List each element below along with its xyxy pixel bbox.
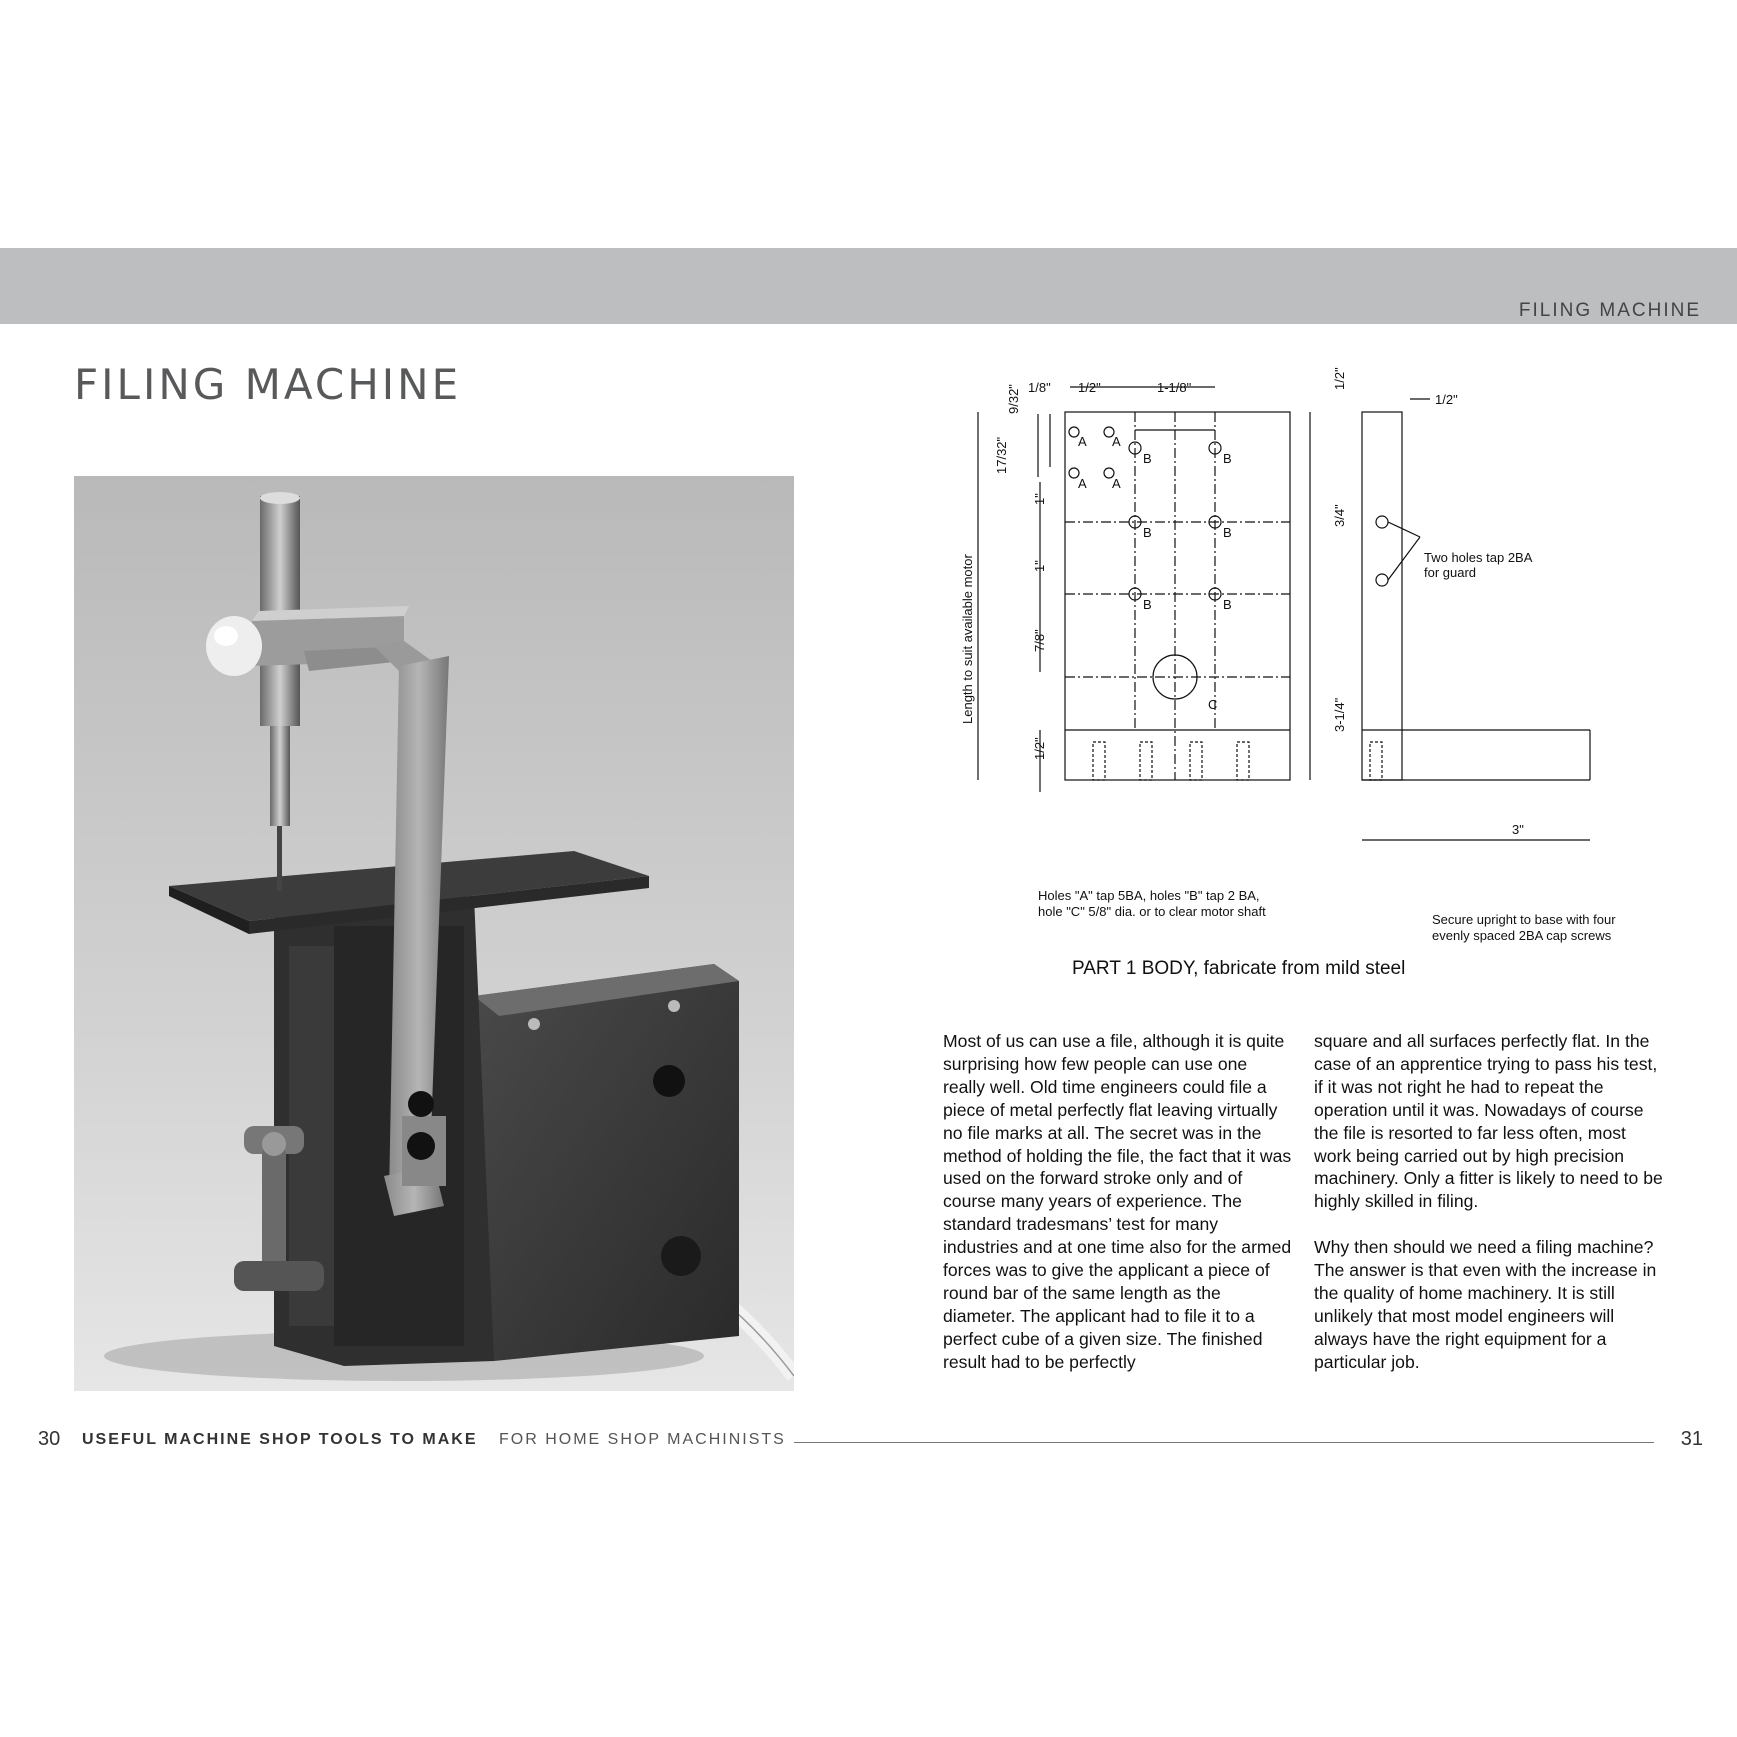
chapter-title: FILING MACHINE	[74, 360, 462, 409]
running-head: FILING MACHINE	[1518, 300, 1701, 321]
paragraph: Why then should we need a filing machine…	[1314, 1237, 1657, 1372]
dim-3-1-4: 3-1/4"	[1332, 697, 1347, 732]
holes-note-1: Holes "A" tap 5BA, holes "B" tap 2 BA,	[1038, 888, 1260, 903]
label-b: B	[1223, 525, 1232, 540]
dim-1-8: 1/8"	[1028, 380, 1051, 395]
guard-note-2: for guard	[1424, 565, 1476, 580]
body-column-1: Most of us can use a file, although it i…	[943, 1030, 1293, 1396]
label-a: A	[1112, 434, 1121, 449]
page-number-left: 30	[38, 1428, 61, 1450]
guard-note-1: Two holes tap 2BA	[1424, 550, 1533, 565]
paragraph: square and all surfaces perfectly flat. …	[1314, 1031, 1663, 1212]
page-number-right: 31	[1680, 1428, 1703, 1450]
dim-1-1-8: 1-1/8"	[1157, 380, 1192, 395]
dim-9-32: 9/32"	[1006, 384, 1021, 414]
dim-1-2-side: 1/2"	[1435, 392, 1458, 407]
dim-1-b: 1"	[1032, 560, 1047, 572]
drawing-caption: PART 1 BODY, fabricate from mild steel	[1072, 958, 1406, 979]
technical-drawing: 1/8" 1/2" 1-1/8" 9/32" 17/32" 1" 1" 7/8"…	[960, 367, 1616, 943]
paragraph: Most of us can use a file, although it i…	[943, 1031, 1292, 1372]
label-b: B	[1143, 525, 1152, 540]
label-a: A	[1078, 434, 1087, 449]
filing-machine-photo	[74, 476, 794, 1391]
header-band	[0, 248, 1737, 324]
label-c: C	[1208, 697, 1217, 712]
length-label: Length to suit available motor	[960, 554, 975, 724]
label-b: B	[1223, 597, 1232, 612]
label-a: A	[1112, 476, 1121, 491]
upright-note-1: Secure upright to base with four	[1432, 912, 1616, 927]
dim-1-2-right: 1/2"	[1332, 367, 1347, 390]
footer-rule	[794, 1442, 1654, 1443]
body-column-2: square and all surfaces perfectly flat. …	[1314, 1030, 1664, 1396]
label-b: B	[1143, 597, 1152, 612]
dim-17-32: 17/32"	[994, 436, 1009, 474]
label-a: A	[1078, 476, 1087, 491]
dim-3: 3"	[1512, 822, 1524, 837]
footer: 30 USEFUL MACHINE SHOP TOOLS TO MAKE FOR…	[38, 1426, 1703, 1456]
dim-1-2-top: 1/2"	[1078, 380, 1101, 395]
book-subtitle: FOR HOME SHOP MACHINISTS	[499, 1431, 786, 1448]
dim-3-4: 3/4"	[1332, 504, 1347, 527]
book-title: USEFUL MACHINE SHOP TOOLS TO MAKE	[82, 1431, 478, 1448]
label-b: B	[1223, 451, 1232, 466]
label-b: B	[1143, 451, 1152, 466]
holes-note-2: hole "C" 5/8" dia. or to clear motor sha…	[1038, 904, 1266, 919]
upright-note-2: evenly spaced 2BA cap screws	[1432, 928, 1612, 943]
dim-1-2-left: 1/2"	[1032, 737, 1047, 760]
dim-1-a: 1"	[1032, 493, 1047, 505]
dim-7-8: 7/8"	[1032, 629, 1047, 652]
